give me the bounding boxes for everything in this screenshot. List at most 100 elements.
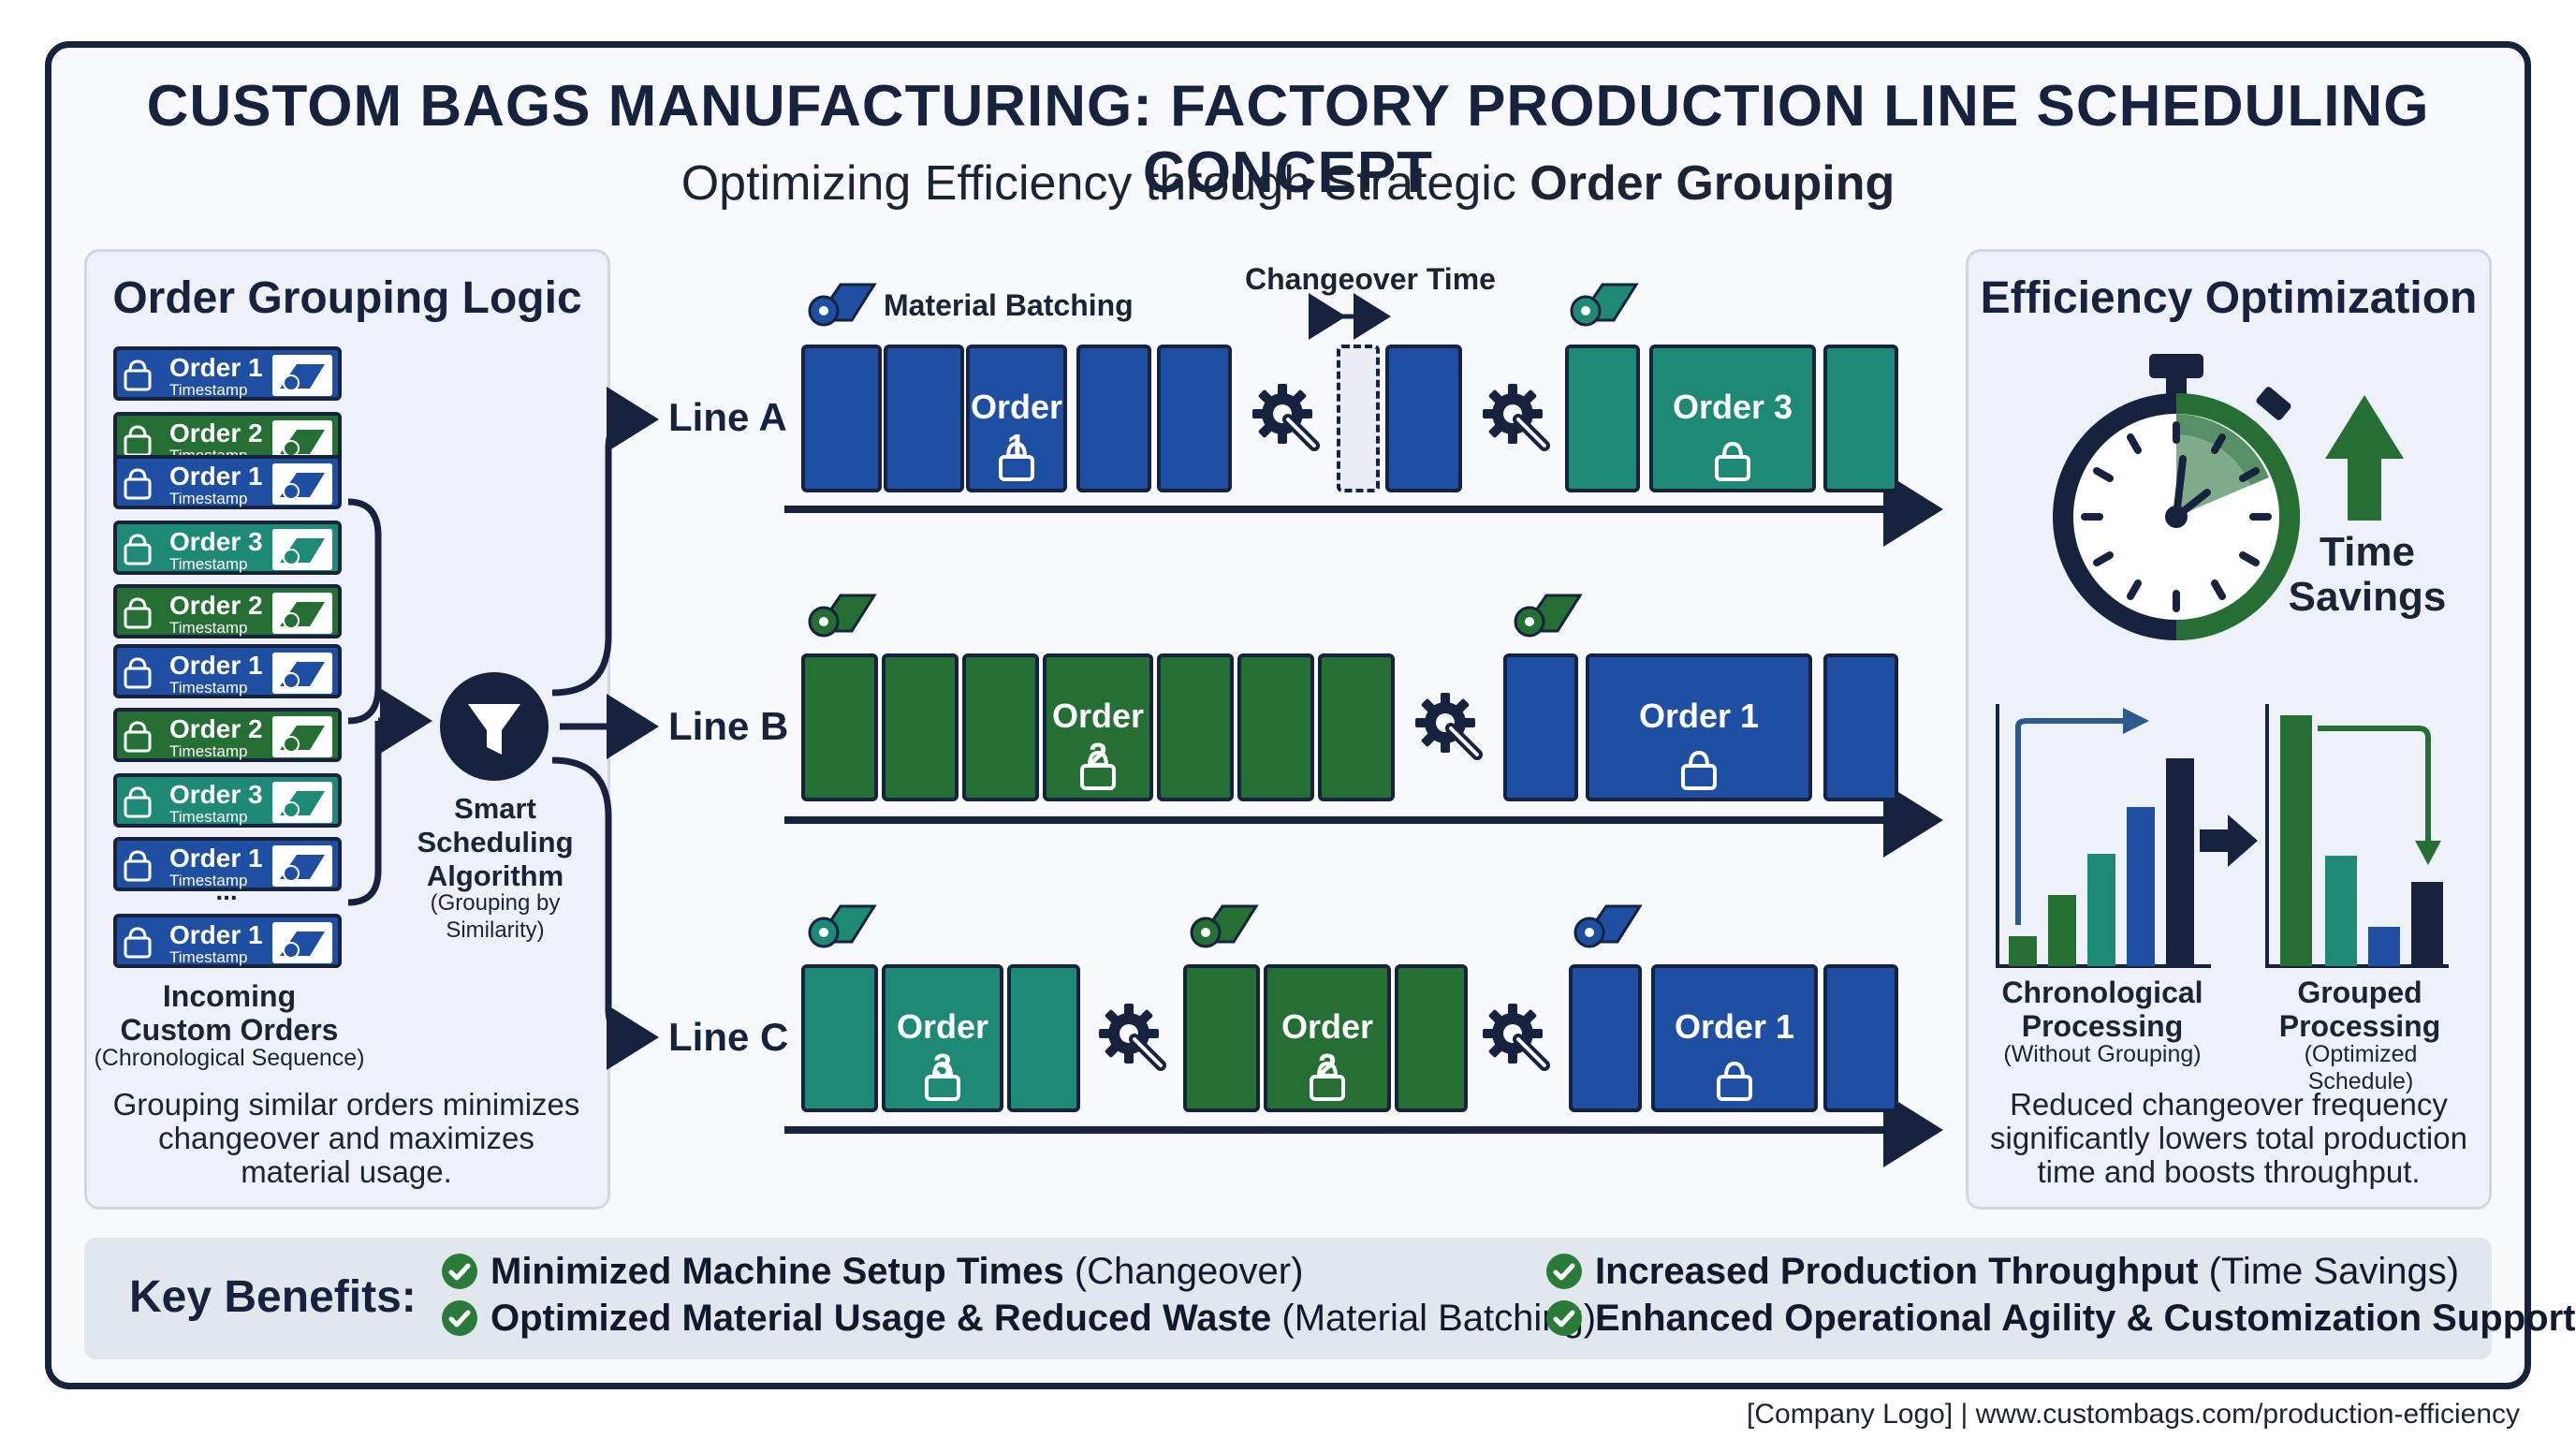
order-name: Order 2 [169,418,263,448]
batch-order-label: Order 1 [1674,1007,1795,1046]
production-block [1395,964,1468,1112]
material-roll-icon [272,463,332,505]
order-name: Order 1 [169,844,263,873]
material-roll-icon [1509,582,1584,645]
benefit-2-bold: Optimized Material Usage & Reduced Waste [490,1298,1272,1339]
bag-icon [1676,747,1721,797]
changeover-gear-icon [1093,998,1172,1081]
order-timestamp: Timestamp [169,555,248,573]
bag-icon [124,721,152,753]
order-timestamp: Timestamp [169,619,248,637]
bag-icon [124,468,152,500]
material-roll-icon [272,593,332,634]
bag-icon [124,786,152,818]
page-title: CUSTOM BAGS MANUFACTURING: FACTORY PRODU… [146,74,2430,205]
order-name: Order 2 [169,714,263,743]
production-block [801,653,878,801]
order-grouping-title: Order Grouping Logic [112,273,582,323]
order-timestamp: Timestamp [169,490,248,507]
material-roll-icon [272,922,332,963]
order-timestamp: Timestamp [169,381,248,399]
benefit-1-bold: Minimized Machine Setup Times [490,1251,1064,1292]
benefit-4-bold: Enhanced Operational Agility & Customiza… [1595,1298,2576,1339]
production-block [1076,345,1151,492]
line-b-label: Line B [668,704,789,748]
changeover-gap [1337,345,1380,492]
production-block [884,345,964,492]
bag-icon [920,1058,965,1108]
material-roll-icon [272,845,332,887]
bag-icon [1712,1058,1757,1108]
incoming-orders-sub: (Chronological Sequence) [94,1045,365,1071]
material-roll-icon [272,420,332,462]
production-block [1007,964,1080,1112]
material-roll-icon [272,355,332,396]
production-block [801,345,882,492]
order-timestamp: Timestamp [169,742,248,760]
bag-icon [1076,747,1120,797]
order-timestamp: Timestamp [169,808,248,826]
chronological-title: Chronological Processing [2001,976,2203,1043]
time-savings-label: Time Savings [2288,529,2447,620]
footer-text: [Company Logo] | www.custombags.com/prod… [1747,1399,2520,1430]
benefit-3-rest: (Time Savings) [2198,1251,2460,1292]
bag-icon [124,597,152,629]
order-timestamp: Timestamp [169,679,248,697]
incoming-orders-title: Incoming Custom Orders [120,979,339,1047]
benefit-material-usage: Optimized Material Usage & Reduced Waste… [442,1298,1596,1340]
production-block [1183,964,1260,1112]
benefit-3-bold: Increased Production Throughput [1595,1251,2199,1292]
algorithm-title: Smart Scheduling Algorithm [417,792,574,892]
production-block [1823,653,1898,801]
material-roll-icon [272,716,332,757]
production-block [962,653,1039,801]
changeover-gear-icon [1477,998,1556,1081]
bag-icon [124,927,152,959]
production-block [1569,964,1642,1112]
check-icon [1546,1300,1582,1336]
material-roll-icon [272,782,332,823]
order-ellipsis: ... [215,876,238,905]
benefit-setup-times: Minimized Machine Setup Times (Changeove… [442,1251,1303,1293]
subtitle-plain: Optimizing Efficiency through Strategic [681,156,1530,211]
grouping-note: Grouping similar orders minimizes change… [112,1087,580,1189]
check-icon [1546,1254,1582,1289]
production-block [1565,345,1640,492]
bag-icon [1305,1058,1350,1108]
line-c-label: Line C [668,1015,789,1059]
line-a-label: Line A [668,395,787,439]
bag-icon [1710,438,1755,488]
order-name: Order 3 [169,780,263,809]
bag-icon [124,657,152,689]
benefit-throughput: Increased Production Throughput (Time Sa… [1546,1251,2459,1293]
order-batch-block: Order 1 [966,345,1067,492]
efficiency-note: Reduced changeover frequency significant… [1990,1087,2467,1189]
production-block [1503,653,1578,801]
batch-order-label: Order 3 [896,1007,989,1085]
material-roll-icon [803,271,878,334]
order-name: Order 1 [169,651,263,680]
changeover-gear-icon [1410,687,1488,770]
production-block [1318,653,1395,801]
benefit-2-rest: (Material Batching) [1271,1298,1597,1339]
material-roll-icon [803,893,878,956]
order-batch-block: Order 1 [1651,964,1818,1112]
batch-order-label: Order 1 [1638,697,1760,735]
order-batch-block: Order 3 [882,964,1003,1112]
key-benefits-label: Key Benefits: [129,1272,417,1322]
material-roll-icon [1565,271,1640,334]
order-batch-block: Order 2 [1043,653,1153,801]
production-block [1823,345,1898,492]
order-timestamp: Timestamp [169,872,248,889]
production-block [801,964,878,1112]
production-block [882,653,959,801]
production-block [1157,653,1234,801]
order-name: Order 1 [169,462,263,491]
